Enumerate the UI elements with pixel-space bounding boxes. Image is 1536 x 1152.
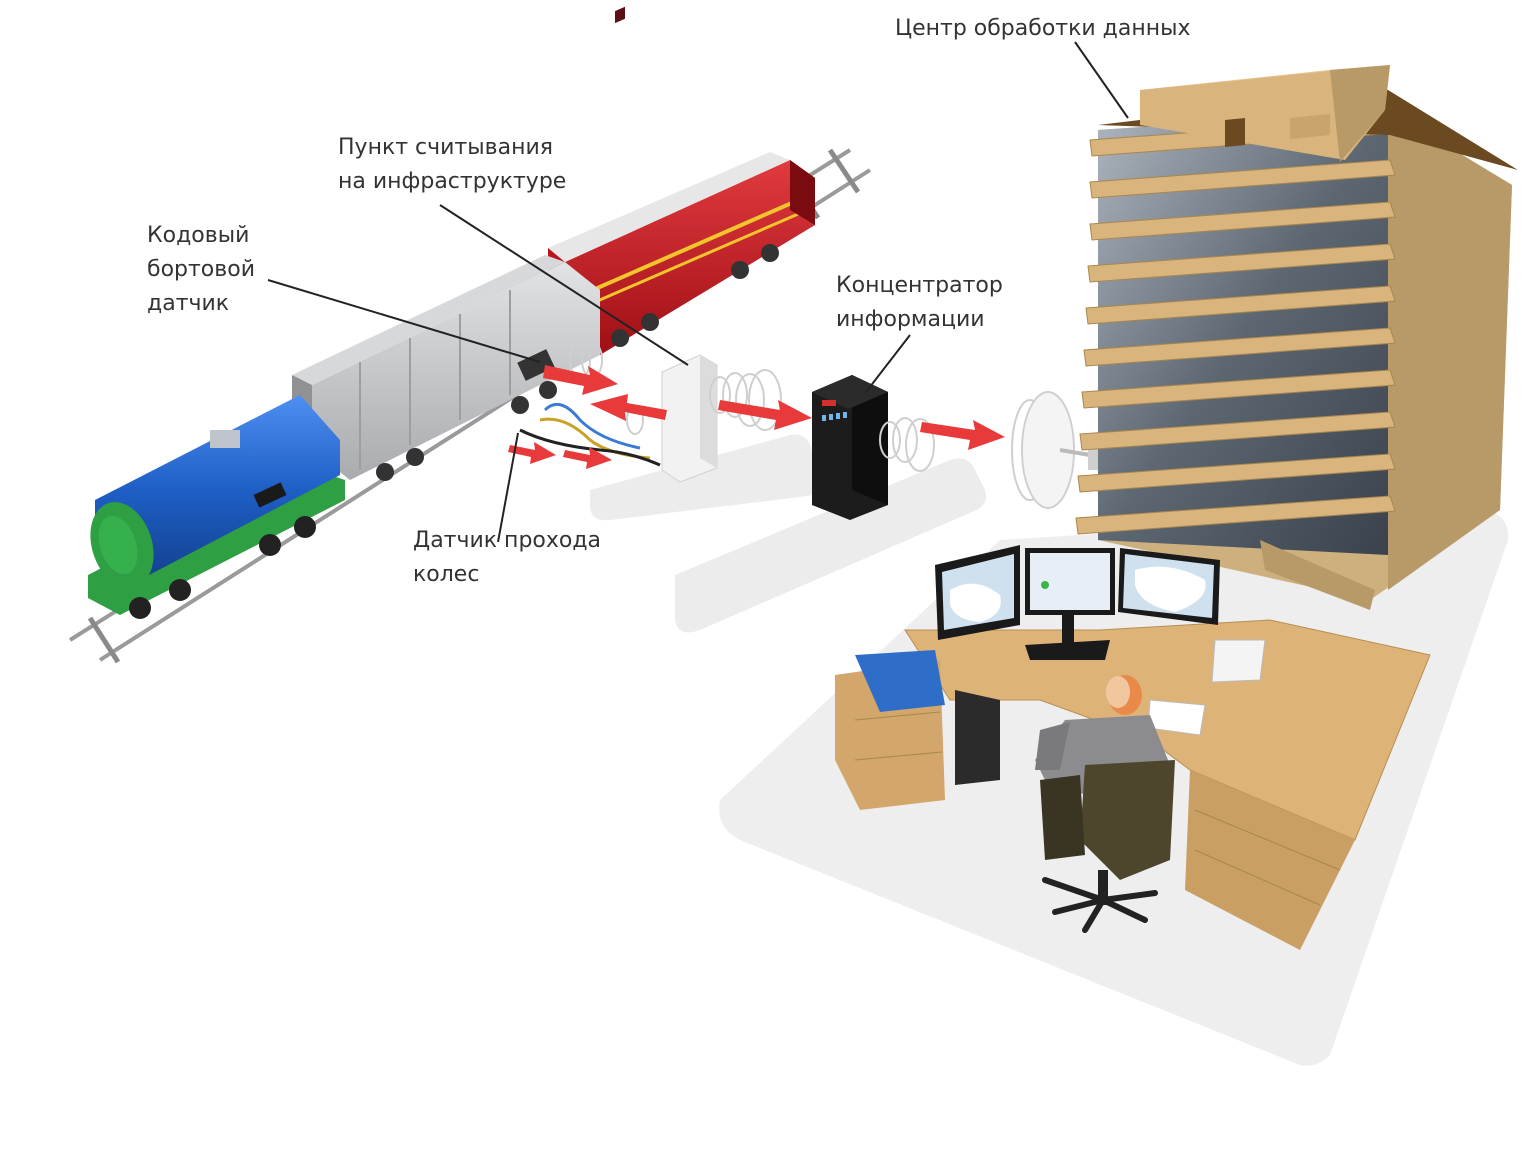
data-center-building bbox=[1075, 65, 1518, 610]
label-onboard-tag: Кодовый бортовой датчик bbox=[147, 219, 255, 321]
leader-lines bbox=[267, 41, 1129, 543]
label-data-center: Центр обработки данных bbox=[895, 12, 1191, 46]
label-onboard-tag-line-3: датчик bbox=[147, 291, 230, 316]
label-concentrator-line-1: Концентратор bbox=[836, 273, 1003, 298]
leader-reader-point bbox=[439, 204, 689, 366]
label-wheel-sensor: Датчик прохода колес bbox=[413, 524, 601, 592]
boxcar bbox=[292, 255, 600, 481]
sensor-cables bbox=[519, 402, 661, 467]
label-reader-point-line-1: Пункт считывания bbox=[338, 135, 553, 160]
operator-desk bbox=[835, 619, 1431, 950]
leader-data-center bbox=[1074, 41, 1129, 119]
leader-concentrator bbox=[865, 334, 911, 393]
label-wheel-sensor-line-2: колес bbox=[413, 562, 480, 587]
leader-onboard-tag bbox=[267, 279, 541, 363]
label-concentrator-line-2: информации bbox=[836, 307, 985, 332]
label-data-center-line-1: Центр обработки данных bbox=[895, 16, 1191, 41]
reader-point-tower bbox=[661, 354, 718, 483]
concentrator-cabinet bbox=[812, 375, 888, 520]
label-onboard-tag-line-1: Кодовый bbox=[147, 223, 250, 248]
office-chair bbox=[1040, 760, 1175, 933]
onboard-tag-device bbox=[517, 349, 555, 381]
leader-wheel-sensor bbox=[497, 432, 519, 543]
data-flow-arrows bbox=[508, 365, 1005, 469]
tank-car bbox=[88, 395, 345, 619]
label-wheel-sensor-line-1: Датчик прохода bbox=[413, 528, 602, 553]
monitors bbox=[935, 545, 1220, 660]
label-concentrator: Концентратор информации bbox=[836, 269, 1003, 337]
label-onboard-tag-line-2: бортовой bbox=[147, 257, 255, 282]
label-reader-point-line-2: на инфраструктуре bbox=[338, 169, 567, 194]
label-reader-point: Пункт считывания на инфраструктуре bbox=[338, 131, 566, 199]
